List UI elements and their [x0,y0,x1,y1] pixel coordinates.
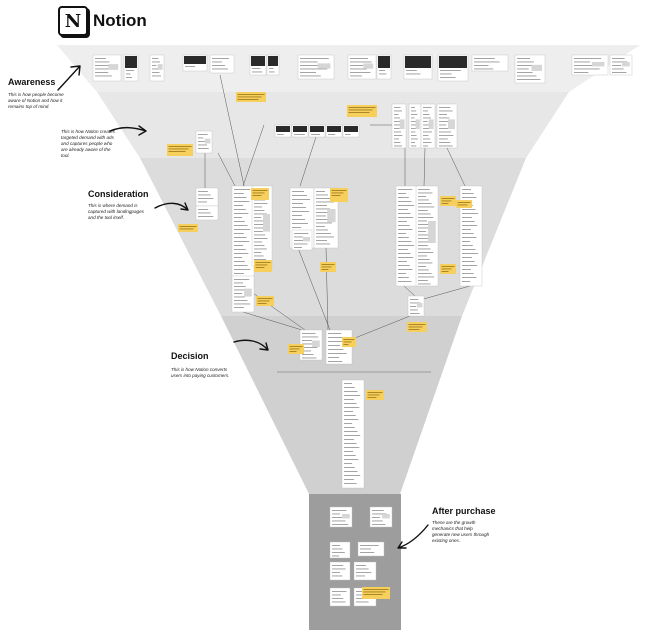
screenshot-thumbnail [195,130,213,154]
connector-line [297,247,331,331]
arrow-after-purchase [397,524,429,549]
sticky-note [330,188,348,202]
sticky-note [362,587,390,599]
brand-name: Notion [93,11,147,30]
screenshot-thumbnail [471,54,509,72]
screenshot-thumbnail [297,54,335,80]
screenshot-thumbnails [92,54,633,607]
screenshot-thumbnail [403,54,433,80]
screenshot-thumbnail [357,541,385,557]
screenshot-thumbnail [274,124,292,138]
screenshot-thumbnail [123,54,139,82]
sticky-note [251,188,269,200]
screenshot-thumbnail [209,54,235,74]
connector-line [217,152,236,187]
sticky-note [347,105,377,117]
screenshot-thumbnail [420,103,436,149]
connector-line [349,315,411,341]
band-decision [221,316,462,494]
screenshot-thumbnail [308,124,326,138]
notion-brand: N Notion [58,6,147,36]
screenshot-thumbnail [92,54,122,82]
arrow-awareness [57,65,81,91]
screenshot-thumbnail [376,54,392,80]
screenshot-thumbnail [408,103,422,149]
sticky-note [178,224,198,232]
screenshot-thumbnail [329,506,353,528]
notion-logo-icon: N [58,6,88,36]
screenshot-thumbnail [436,103,458,149]
screenshot-thumbnail [571,54,609,76]
screenshot-thumbnail [437,54,469,82]
screenshot-thumbnail [329,561,351,581]
connector-line [242,124,265,187]
screenshot-thumbnail [369,506,393,528]
screenshot-thumbnail [231,275,255,313]
arrow-targeted [109,125,147,136]
screenshot-thumbnail [299,329,323,361]
arrow-decision [233,339,269,351]
sticky-note [236,92,266,102]
sticky-note [320,262,336,272]
screenshot-thumbnail [353,561,377,581]
sticky-note [440,264,456,274]
sticky-note [440,196,456,206]
screenshot-thumbnail [195,205,219,221]
targeted-demand-description: This is how Notion creates targeted dema… [61,129,115,158]
sticky-note [288,344,304,354]
consideration-description: This is where demand is captured with la… [88,203,144,220]
screenshot-thumbnail [249,54,267,76]
annotation-arrows [57,65,429,549]
connector-line [403,285,416,297]
screenshot-thumbnail [459,185,483,287]
sticky-note [342,337,356,347]
connector-line [242,311,303,331]
connector-line [219,74,246,191]
awareness-description: This is how people become aware of Notio… [8,92,64,109]
screenshot-thumbnail [149,54,165,82]
sticky-note [254,260,272,272]
after-purchase-description: These are the growth mechanics that help… [432,520,490,543]
screenshot-thumbnail [266,54,280,76]
awareness-title: Awareness [8,77,56,87]
screenshot-thumbnail [514,54,546,84]
screenshot-thumbnail [291,229,313,251]
screenshot-thumbnail [325,124,343,138]
screenshot-thumbnail [329,587,351,607]
screenshot-thumbnail [415,185,439,287]
consideration-title: Consideration [88,189,149,199]
decision-title: Decision [171,351,209,361]
screenshot-thumbnail [231,185,255,287]
sticky-notes [167,92,472,599]
screenshot-thumbnail [291,124,309,138]
connector-line [423,147,426,187]
screenshot-thumbnail [342,124,360,138]
arrow-consideration [154,202,189,211]
connector-line [446,147,466,187]
screenshot-thumbnail [391,103,407,149]
connector-line [325,247,329,331]
screenshot-thumbnail [395,185,419,287]
screenshot-thumbnail [407,295,425,317]
screenshot-thumbnail [329,541,351,559]
screenshot-thumbnail [609,54,633,76]
screenshot-thumbnail [341,379,365,489]
sticky-note [167,144,193,156]
connector-line [299,136,317,187]
connector-line [419,285,471,301]
sticky-note [256,296,274,306]
sticky-note [407,322,427,332]
sticky-note [366,390,384,400]
screenshot-thumbnail [195,187,219,207]
sticky-note [456,200,472,208]
connector-lines [204,74,471,341]
after-purchase-title: After purchase [432,506,496,516]
decision-description: This is how Notion converts users into p… [171,367,230,378]
screenshot-thumbnail [347,54,377,80]
screenshot-thumbnail [182,54,208,72]
